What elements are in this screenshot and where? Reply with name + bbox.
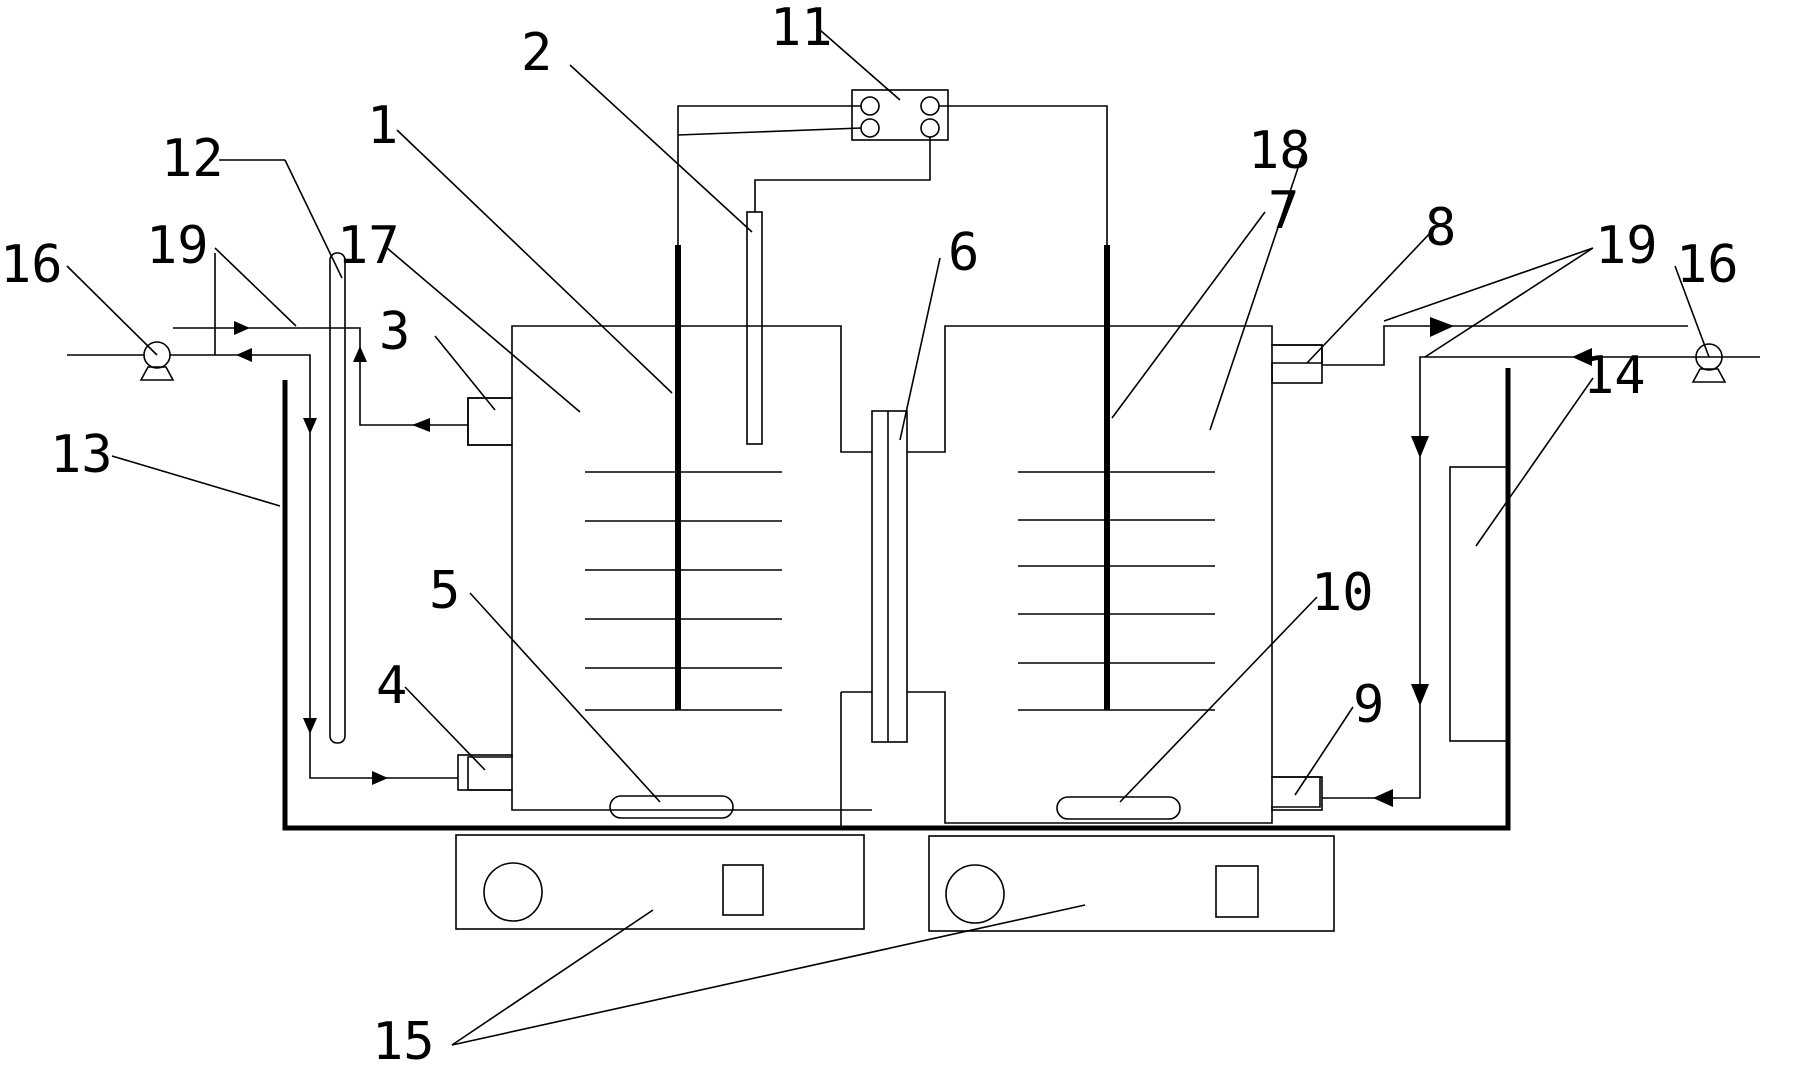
stir-bar-right	[1056, 796, 1181, 820]
leader-lines	[66, 29, 1710, 1046]
heater	[1449, 466, 1509, 742]
reference-electrode	[746, 211, 763, 445]
magnetic-stirrer-right	[928, 835, 1335, 932]
label-19-left: 19	[146, 216, 209, 276]
label-7: 7	[1268, 181, 1299, 241]
stir-bar-left	[609, 795, 734, 819]
label-8: 8	[1425, 198, 1456, 258]
port-3	[467, 397, 513, 446]
pump-left	[139, 341, 175, 381]
right-chamber	[907, 325, 1323, 824]
terminal-top-left	[860, 96, 880, 116]
left-electrode-plates	[585, 471, 782, 711]
label-6: 6	[948, 223, 979, 283]
potentiostat	[851, 89, 949, 141]
stirrer-display-left	[722, 864, 764, 916]
label-17: 17	[337, 216, 400, 276]
terminal-bottom-left	[860, 118, 880, 138]
label-18: 18	[1248, 121, 1311, 181]
pump-right	[1691, 343, 1727, 383]
stirrer-display-right	[1215, 865, 1259, 918]
label-16-left: 16	[0, 235, 63, 295]
membrane	[871, 410, 908, 743]
label-4: 4	[376, 656, 407, 716]
right-electrode-plates	[1018, 471, 1215, 711]
flow-arrows	[234, 317, 1592, 807]
magnetic-stirrer-left	[455, 834, 865, 930]
label-12: 12	[161, 129, 224, 189]
terminal-bottom-right	[920, 118, 940, 138]
label-19-right: 19	[1595, 216, 1658, 276]
label-2: 2	[521, 23, 552, 83]
stirrer-knob-right	[945, 864, 1005, 924]
label-1: 1	[367, 96, 398, 156]
label-10: 10	[1311, 563, 1374, 623]
label-16-right: 16	[1676, 235, 1739, 295]
stirrer-knob-left	[483, 862, 543, 922]
label-14: 14	[1583, 346, 1646, 406]
port-9	[1271, 776, 1323, 811]
label-13: 13	[50, 425, 113, 485]
label-9: 9	[1353, 675, 1384, 735]
thermometer	[329, 252, 346, 744]
left-chamber	[467, 325, 872, 811]
port-4	[457, 754, 513, 791]
label-5: 5	[429, 561, 460, 621]
label-3: 3	[379, 302, 410, 362]
right-piping	[1322, 325, 1760, 799]
label-15: 15	[372, 1012, 435, 1071]
terminal-top-right	[920, 96, 940, 116]
port-8	[1271, 344, 1323, 384]
label-11: 11	[770, 0, 833, 58]
wires	[677, 105, 1108, 245]
